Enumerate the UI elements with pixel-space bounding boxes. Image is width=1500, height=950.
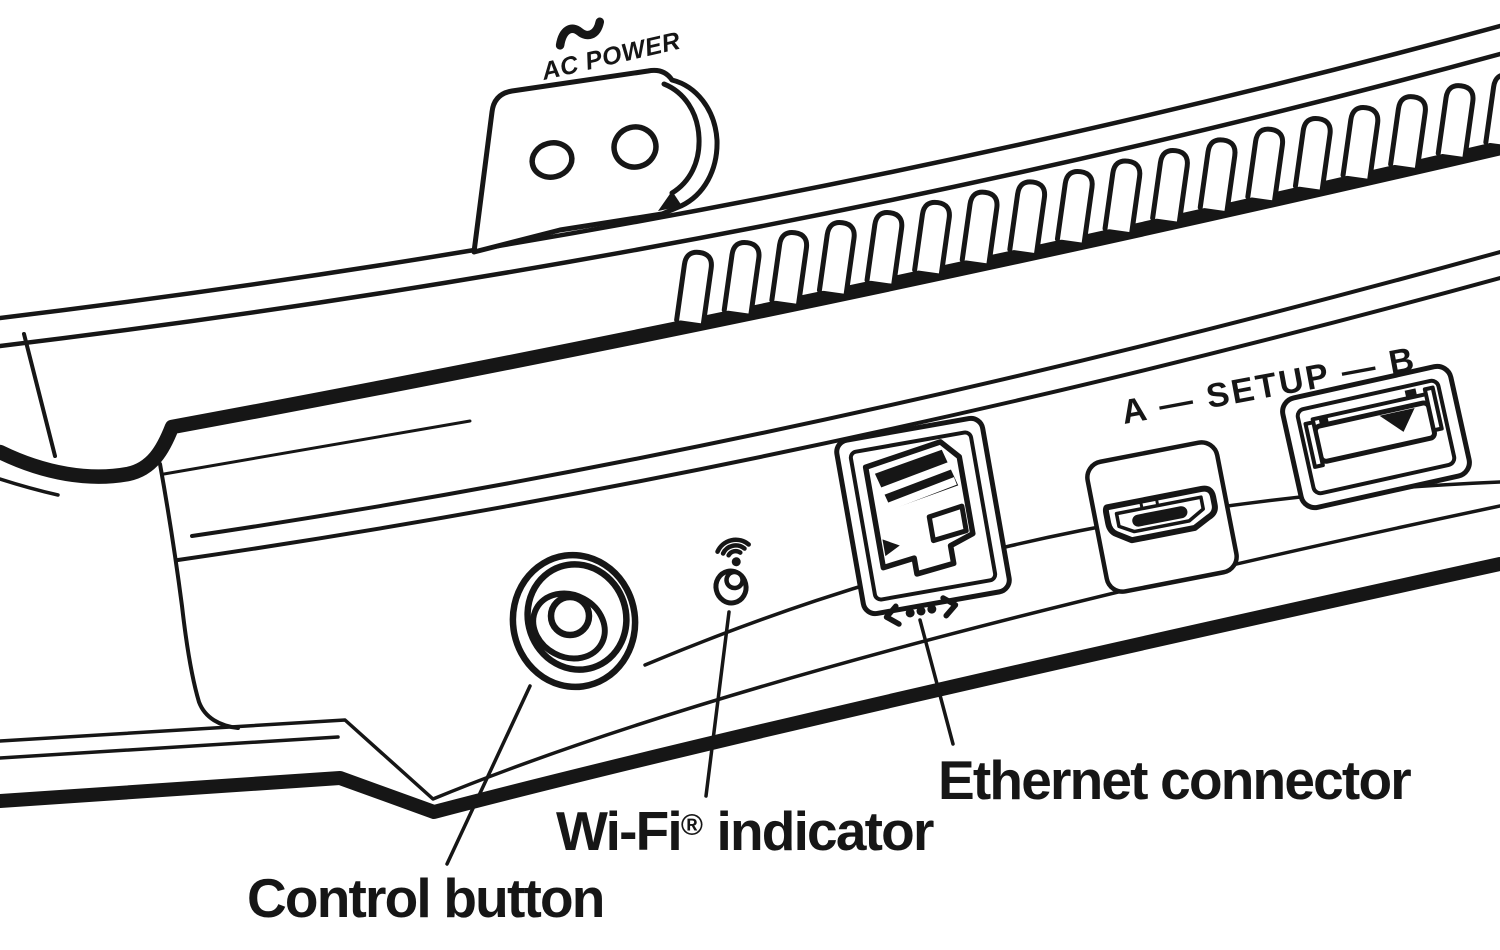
vent-slot [816,220,857,297]
vent-slot [1054,168,1095,246]
wifi-word: Wi-Fi [556,800,683,862]
leader-wifi [704,610,731,798]
micro-usb-port [1085,440,1239,594]
mounting-bracket: AC POWER [471,17,720,255]
wifi-indicator [713,537,751,606]
bracket-hook-inner [661,81,702,196]
wifi-indicator-label: Wi-Fi® indicator [556,799,934,863]
vent-slot [1102,158,1143,235]
vent-slot [1388,94,1428,171]
ethernet-rj45-port [834,415,1012,617]
vent-slot [959,189,1000,267]
bracket-hole-right [611,124,659,170]
wifi-signal-icon [715,537,751,567]
leader-control-button [445,684,532,866]
bracket-hook-tip [658,191,682,211]
ethernet-activity-icon [883,595,959,627]
power-cable-top-groove [0,140,1500,484]
vent-slot [912,199,952,277]
power-cable-bottom [0,557,1500,819]
vent-slots [674,72,1500,327]
vent-slot [1150,147,1190,225]
vent-slot [721,239,762,317]
indicator-word: indicator [703,800,934,862]
vent-slot [1245,126,1286,204]
control-button-knob [509,551,639,691]
registered-mark: ® [680,809,704,842]
device-left-end [0,332,60,497]
bracket-hole-left [529,140,575,180]
led-indicator-icon [713,568,749,606]
device-top-edge [0,23,1500,349]
vent-slot [1007,179,1048,256]
vent-slot [1483,72,1500,149]
connector-port-b [1280,363,1472,511]
ethernet-connector-label: Ethernet connector [938,749,1412,811]
groove-lower-edge [162,419,472,476]
vent-slot [1292,115,1333,193]
control-button-label: Control button [247,867,605,929]
bottom-rail [0,504,1500,819]
vent-slot [1435,83,1476,160]
leader-lines [445,610,955,866]
bracket-tab [471,67,720,255]
vent-slot [864,210,905,287]
ac-power-tilde-icon [555,17,605,50]
rear-panel-edges [158,250,1500,730]
vent-slot [1197,137,1238,214]
vent-slot [1340,105,1381,182]
vent-slot [674,249,714,327]
leader-ethernet [918,618,955,746]
vent-slot [769,230,810,307]
